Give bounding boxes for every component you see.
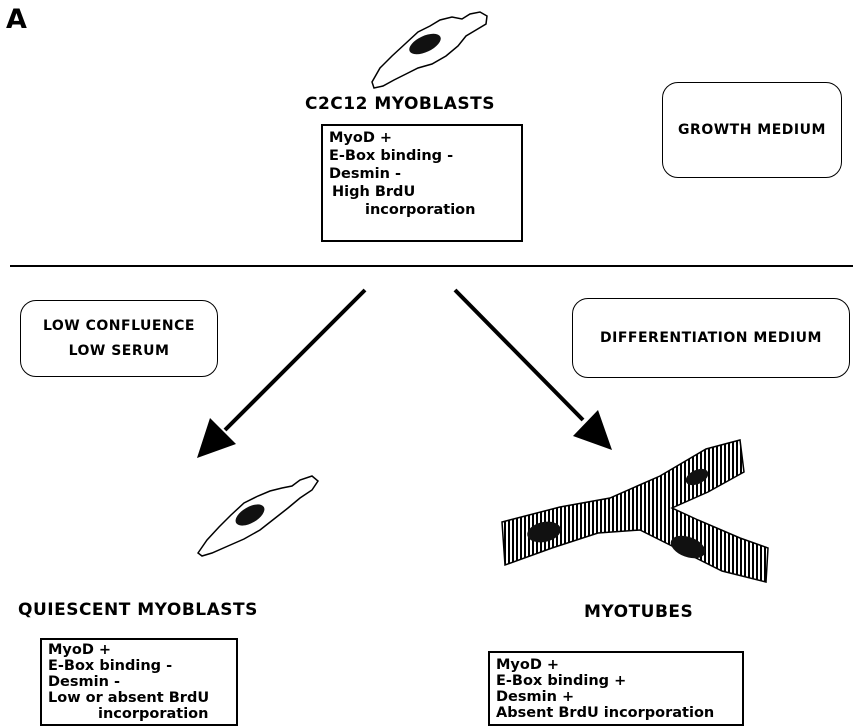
quiescent-title: QUIESCENT MYOBLASTS <box>18 600 258 620</box>
panel-label: A <box>6 4 27 35</box>
myotubes-title: MYOTUBES <box>584 602 694 622</box>
low-confluence-condition: LOW CONFLUENCE LOW SERUM <box>20 300 218 377</box>
property-line: Desmin - <box>48 674 120 690</box>
property-line: MyoD + <box>329 130 393 146</box>
condition-line: LOW CONFLUENCE <box>42 317 195 334</box>
property-line: incorporation <box>98 706 209 722</box>
myoblasts-properties-box: MyoD + E-Box binding - Desmin - High Brd… <box>321 124 523 242</box>
divider-line <box>10 265 853 267</box>
property-line: MyoD + <box>48 642 112 658</box>
differentiation-medium-condition: DIFFERENTIATION MEDIUM <box>572 298 850 378</box>
myotube-icon <box>501 439 769 583</box>
property-line: Desmin + <box>496 689 575 705</box>
myotubes-properties-box: MyoD + E-Box binding + Desmin + Absent B… <box>488 651 744 726</box>
myoblasts-title: C2C12 MYOBLASTS <box>305 94 495 114</box>
property-line: MyoD + <box>496 657 560 673</box>
quiescent-properties-box: MyoD + E-Box binding - Desmin - Low or a… <box>40 638 238 726</box>
arrow-to-myotubes <box>453 288 612 450</box>
property-line: Low or absent BrdU <box>48 690 210 706</box>
property-line: Desmin - <box>329 166 401 182</box>
property-line: E-Box binding - <box>329 148 454 164</box>
condition-line: GROWTH MEDIUM <box>678 122 826 138</box>
growth-medium-condition: GROWTH MEDIUM <box>662 82 842 178</box>
property-line: High BrdU <box>332 184 416 200</box>
property-line: Absent BrdU incorporation <box>496 705 715 721</box>
condition-line: DIFFERENTIATION MEDIUM <box>600 330 822 346</box>
arrow-to-quiescent <box>197 288 367 458</box>
myoblast-cell-icon <box>371 11 488 89</box>
property-line: E-Box binding + <box>496 673 627 689</box>
property-line: incorporation <box>365 202 476 218</box>
condition-line: LOW SERUM <box>68 342 170 359</box>
property-line: E-Box binding - <box>48 658 173 674</box>
quiescent-myoblast-cell-icon <box>196 475 319 557</box>
